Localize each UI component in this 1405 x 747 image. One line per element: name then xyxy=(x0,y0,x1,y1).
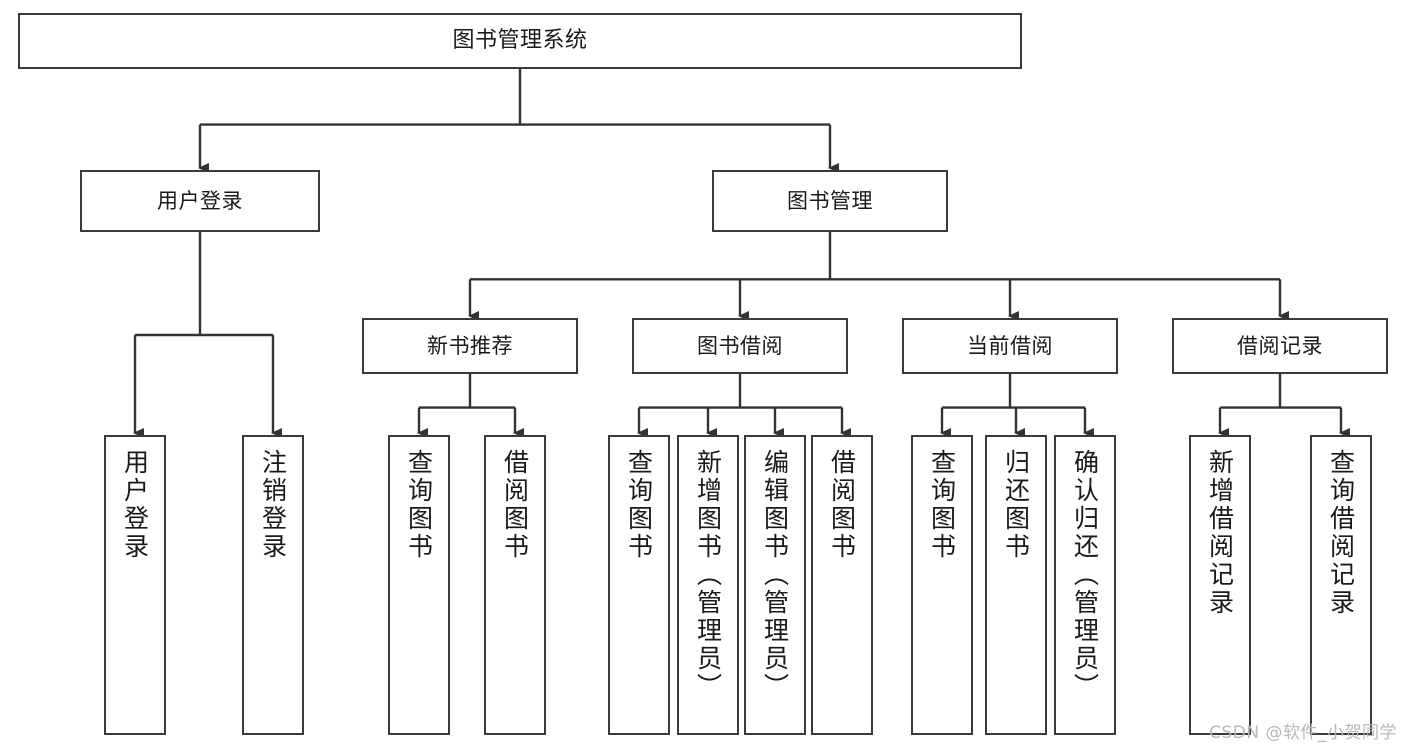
leaf-borrow-add-book[interactable]: 新增图书（管理员） xyxy=(677,435,739,735)
node-root[interactable]: 图书管理系统 xyxy=(18,13,1022,69)
leaf-recommend-query-book-label: 查询图书 xyxy=(404,449,434,561)
leaf-borrow-edit-book[interactable]: 编辑图书（管理员） xyxy=(744,435,806,735)
node-book-manage-label: 图书管理 xyxy=(787,188,873,213)
leaf-borrow-borrow-book-label: 借阅图书 xyxy=(827,449,857,561)
csdn-watermark: CSDN @软件_小贺同学 xyxy=(1209,723,1397,743)
leaf-recommend-borrow-book[interactable]: 借阅图书 xyxy=(484,435,546,735)
leaf-user-login-label: 用户登录 xyxy=(120,449,150,561)
leaf-user-login[interactable]: 用户登录 xyxy=(104,435,166,735)
leaf-borrow-edit-book-label: 编辑图书（管理员） xyxy=(760,449,790,701)
leaf-current-query-book[interactable]: 查询图书 xyxy=(911,435,973,735)
leaf-record-add[interactable]: 新增借阅记录 xyxy=(1189,435,1251,735)
leaf-record-query-label: 查询借阅记录 xyxy=(1326,449,1356,617)
leaf-record-query[interactable]: 查询借阅记录 xyxy=(1310,435,1372,735)
leaf-current-confirm-return-label: 确认归还（管理员） xyxy=(1070,449,1100,701)
leaf-borrow-borrow-book[interactable]: 借阅图书 xyxy=(811,435,873,735)
node-current-borrow-label: 当前借阅 xyxy=(967,333,1053,358)
leaf-current-return-book[interactable]: 归还图书 xyxy=(985,435,1047,735)
node-book-borrow[interactable]: 图书借阅 xyxy=(632,318,848,374)
leaf-recommend-query-book[interactable]: 查询图书 xyxy=(388,435,450,735)
leaf-recommend-borrow-book-label: 借阅图书 xyxy=(500,449,530,561)
node-book-manage[interactable]: 图书管理 xyxy=(712,170,948,232)
node-current-borrow[interactable]: 当前借阅 xyxy=(902,318,1118,374)
node-borrow-record-label: 借阅记录 xyxy=(1237,333,1323,358)
node-new-book-recommend-label: 新书推荐 xyxy=(427,333,513,358)
node-user-login[interactable]: 用户登录 xyxy=(80,170,320,232)
node-new-book-recommend[interactable]: 新书推荐 xyxy=(362,318,578,374)
leaf-user-logout[interactable]: 注销登录 xyxy=(242,435,304,735)
leaf-current-confirm-return[interactable]: 确认归还（管理员） xyxy=(1054,435,1116,735)
leaf-user-logout-label: 注销登录 xyxy=(258,449,288,561)
node-user-login-label: 用户登录 xyxy=(157,188,243,213)
node-book-borrow-label: 图书借阅 xyxy=(697,333,783,358)
leaf-borrow-add-book-label: 新增图书（管理员） xyxy=(693,449,723,701)
leaf-current-return-book-label: 归还图书 xyxy=(1001,449,1031,561)
leaf-borrow-query-book-label: 查询图书 xyxy=(624,449,654,561)
leaf-current-query-book-label: 查询图书 xyxy=(927,449,957,561)
leaf-record-add-label: 新增借阅记录 xyxy=(1205,449,1235,617)
node-root-label: 图书管理系统 xyxy=(452,28,588,54)
leaf-borrow-query-book[interactable]: 查询图书 xyxy=(608,435,670,735)
node-borrow-record[interactable]: 借阅记录 xyxy=(1172,318,1388,374)
